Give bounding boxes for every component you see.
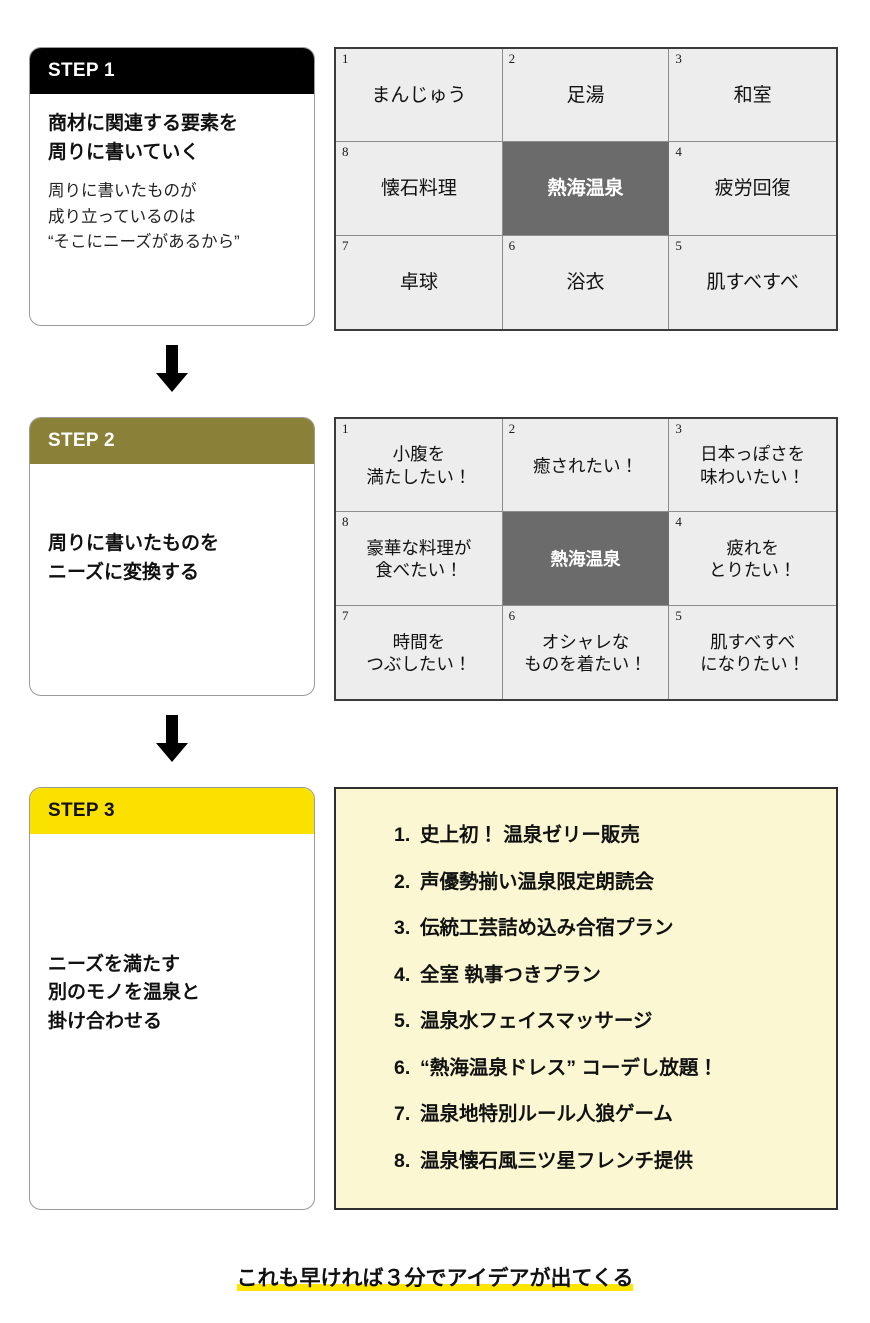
step-2-badge: STEP 2 <box>30 418 314 464</box>
grid1-cell-3: 3 和室 <box>669 49 836 143</box>
step-3-body: ニーズを満たす 別のモノを温泉と 掛け合わせる <box>30 834 314 1209</box>
idea-item-8-number: 8. <box>394 1149 411 1172</box>
idea-item-7-text: 温泉地特別ルール人狼ゲーム <box>420 1103 673 1125</box>
grid1-cell-6-label: 浴衣 <box>566 271 605 293</box>
grid1-cell-2-number: 2 <box>508 51 516 66</box>
step-1-subtitle: 周りに書いたものが 成り立っているのは “そこにニーズがあるから” <box>48 182 240 252</box>
grid2-cell-8-label: 豪華な料理が 食べたい！ <box>366 537 472 581</box>
idea-item-6-number: 6. <box>394 1056 411 1079</box>
idea-list-item: 6. “熱海温泉ドレス” コーデし放題！ <box>394 1045 836 1092</box>
grid1-cell-2-label: 足湯 <box>566 84 605 106</box>
grid1-cell-5-label: 肌すべすべ <box>706 271 799 293</box>
idea-list-item: 1. 史上初！ 温泉ゼリー販売 <box>394 813 836 860</box>
idea-item-4-text: 全室 執事つきプラン <box>420 963 601 986</box>
grid1-cell-8-number: 8 <box>342 144 349 160</box>
grid2-cell-6: 6 オシャレな ものを着たい！ <box>502 605 670 699</box>
step-1-badge: STEP 1 <box>30 48 314 94</box>
grid2-cell-8: 8 豪華な料理が 食べたい！ <box>336 512 503 606</box>
idea-item-4-number: 4. <box>394 963 411 986</box>
idea-item-8-text: 温泉懐石風三ツ星フレンチ提供 <box>420 1149 694 1172</box>
grid2-cell-3-number: 3 <box>675 421 682 436</box>
grid2-cell-5-number: 5 <box>675 607 682 623</box>
grid1-cell-4-label: 疲労回復 <box>714 178 791 200</box>
grid1-cell-5: 5 肌すべすべ <box>669 235 836 329</box>
grid1-cell-1: 1 まんじゅう <box>336 49 503 143</box>
grid1-cell-2: 2 足湯 <box>502 49 670 143</box>
idea-list-item: 5. 温泉水フェイスマッサージ <box>394 999 836 1046</box>
grid2-cell-4-number: 4 <box>675 514 682 530</box>
step-2-body: 周りに書いたものを ニーズに変換する <box>30 464 314 695</box>
idea-item-6-text: “熱海温泉ドレス” コーデし放題！ <box>420 1056 718 1079</box>
grid2-cell-7-label: 時間を つぶしたい！ <box>366 631 472 675</box>
grid1-cell-5-number: 5 <box>675 237 682 253</box>
step-2-title: 周りに書いたものを ニーズに変換する <box>48 533 220 583</box>
idea-list-item: 8. 温泉懐石風三ツ星フレンチ提供 <box>394 1138 836 1185</box>
grid1-cell-3-number: 3 <box>675 51 682 66</box>
grid2-cell-2: 2 癒されたい！ <box>502 419 670 513</box>
grid1-cell-8: 8 懐石料理 <box>336 142 503 236</box>
idea-item-3-number: 3. <box>394 917 411 939</box>
grid2-cell-7: 7 時間を つぶしたい！ <box>336 605 503 699</box>
grid2-cell-1-label: 小腹を 満たしたい！ <box>366 444 472 488</box>
grid1-cell-8-label: 懐石料理 <box>380 178 457 200</box>
idea-list-panel: 1. 史上初！ 温泉ゼリー販売 2. 声優勢揃い温泉限定朗読会 3. 伝統工芸詰… <box>334 787 838 1210</box>
step-1-mandala-grid: 1 まんじゅう 2 足湯 3 和室 8 懐石料理 熱海温泉 4 疲労回復 7 卓… <box>334 47 838 331</box>
grid2-cell-8-number: 8 <box>342 514 349 530</box>
grid2-cell-3-label: 日本っぽさを 味わいたい！ <box>700 444 806 488</box>
idea-list-item: 7. 温泉地特別ルール人狼ゲーム <box>394 1092 836 1139</box>
down-arrow-icon <box>155 715 189 763</box>
grid2-cell-6-number: 6 <box>508 607 516 623</box>
grid2-cell-3: 3 日本っぽさを 味わいたい！ <box>669 419 836 513</box>
grid1-center-label: 熱海温泉 <box>547 178 624 200</box>
step-3-title: ニーズを満たす 別のモノを温泉と 掛け合わせる <box>48 953 201 1032</box>
grid2-center-label: 熱海温泉 <box>550 549 621 570</box>
grid1-cell-3-label: 和室 <box>733 84 772 106</box>
grid1-center-cell: 熱海温泉 <box>502 142 670 236</box>
grid1-cell-4-number: 4 <box>675 144 682 160</box>
idea-list-item: 2. 声優勢揃い温泉限定朗読会 <box>394 859 836 906</box>
footer-caption: これも早ければ３分でアイデアが出てくる <box>0 1262 870 1292</box>
step-card-2: STEP 2 周りに書いたものを ニーズに変換する <box>29 417 315 696</box>
grid2-cell-4-label: 疲れを とりたい！ <box>708 537 797 581</box>
grid1-cell-1-label: まんじゅう <box>371 84 467 106</box>
grid2-cell-5-label: 肌すべすべ になりたい！ <box>700 631 806 675</box>
grid1-cell-7-label: 卓球 <box>399 271 438 293</box>
grid2-cell-7-number: 7 <box>342 607 349 623</box>
grid2-cell-5: 5 肌すべすべ になりたい！ <box>669 605 836 699</box>
footer-caption-text: これも早ければ３分でアイデアが出てくる <box>236 1267 634 1291</box>
down-arrow-icon <box>155 345 189 393</box>
grid1-cell-1-number: 1 <box>342 51 349 66</box>
grid2-cell-1-number: 1 <box>342 421 349 436</box>
idea-item-1-number: 1. <box>394 824 411 846</box>
idea-item-1-text: 史上初！ 温泉ゼリー販売 <box>420 824 640 846</box>
step-card-1: STEP 1 商材に関連する要素を 周りに書いていく 周りに書いたものが 成り立… <box>29 47 315 326</box>
step-3-badge: STEP 3 <box>30 788 314 834</box>
idea-item-2-text: 声優勢揃い温泉限定朗読会 <box>420 870 655 893</box>
idea-item-5-number: 5. <box>394 1010 411 1032</box>
step-1-body: 商材に関連する要素を 周りに書いていく 周りに書いたものが 成り立っているのは … <box>30 94 314 325</box>
grid1-cell-7-number: 7 <box>342 237 349 253</box>
grid1-cell-4: 4 疲労回復 <box>669 142 836 236</box>
grid2-center-cell: 熱海温泉 <box>502 512 670 606</box>
grid2-cell-1: 1 小腹を 満たしたい！ <box>336 419 503 513</box>
idea-item-2-number: 2. <box>394 870 411 893</box>
idea-list-item: 4. 全室 執事つきプラン <box>394 952 836 999</box>
grid1-cell-7: 7 卓球 <box>336 235 503 329</box>
idea-item-7-number: 7. <box>394 1103 411 1125</box>
grid1-cell-6: 6 浴衣 <box>502 235 670 329</box>
grid2-cell-6-label: オシャレな ものを着たい！ <box>524 631 647 675</box>
step-1-title: 商材に関連する要素を 周りに書いていく <box>48 113 239 163</box>
grid2-cell-4: 4 疲れを とりたい！ <box>669 512 836 606</box>
grid1-cell-6-number: 6 <box>508 237 516 253</box>
idea-item-3-text: 伝統工芸詰め込み合宿プラン <box>420 917 674 939</box>
idea-list-item: 3. 伝統工芸詰め込み合宿プラン <box>394 906 836 953</box>
grid2-cell-2-number: 2 <box>508 421 516 436</box>
step-2-mandala-grid: 1 小腹を 満たしたい！ 2 癒されたい！ 3 日本っぽさを 味わいたい！ 8 … <box>334 417 838 701</box>
step-card-3: STEP 3 ニーズを満たす 別のモノを温泉と 掛け合わせる <box>29 787 315 1210</box>
grid2-cell-2-label: 癒されたい！ <box>532 455 638 476</box>
idea-item-5-text: 温泉水フェイスマッサージ <box>420 1010 653 1032</box>
